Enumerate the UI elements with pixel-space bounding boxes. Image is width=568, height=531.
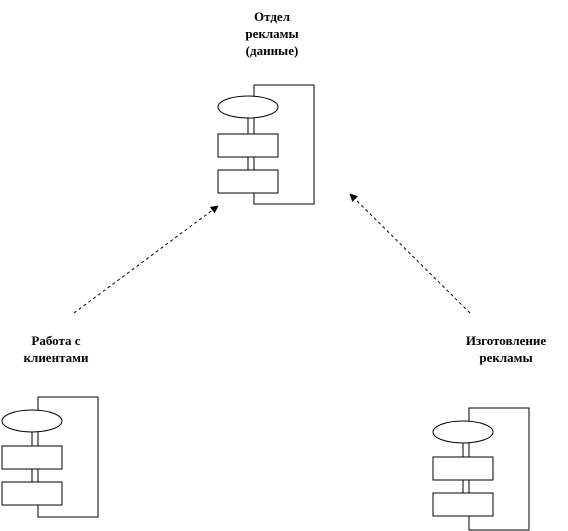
label-line: (данные) — [245, 43, 299, 58]
component-port-ellipse — [432, 420, 494, 444]
node-label-ad-dept: Отдел рекламы (данные) — [222, 8, 322, 59]
node-label-ad-production: Изготовление рекламы — [446, 332, 566, 366]
component-client-work — [1, 396, 99, 518]
component-port-rect — [217, 169, 279, 194]
label-line: Отдел — [254, 9, 290, 24]
component-port-rect — [1, 445, 63, 470]
component-port-rect — [432, 492, 494, 517]
component-port-rect — [432, 456, 494, 481]
component-port-rect — [1, 481, 63, 506]
component-port-rect — [217, 133, 279, 158]
label-line: клиентами — [23, 350, 89, 365]
component-port-ellipse — [217, 95, 279, 119]
component-port-ellipse — [1, 409, 63, 433]
dependency-arrow-client-to-dept — [73, 205, 219, 314]
component-ad-dept — [217, 84, 315, 205]
label-line: Работа с — [31, 333, 81, 348]
component-ad-production — [432, 407, 530, 531]
label-line: Изготовление — [465, 333, 547, 348]
node-label-client-work: Работа с клиентами — [6, 332, 106, 366]
dependency-arrow-production-to-dept — [349, 193, 471, 314]
label-line: рекламы — [479, 350, 533, 365]
label-line: рекламы — [245, 26, 299, 41]
